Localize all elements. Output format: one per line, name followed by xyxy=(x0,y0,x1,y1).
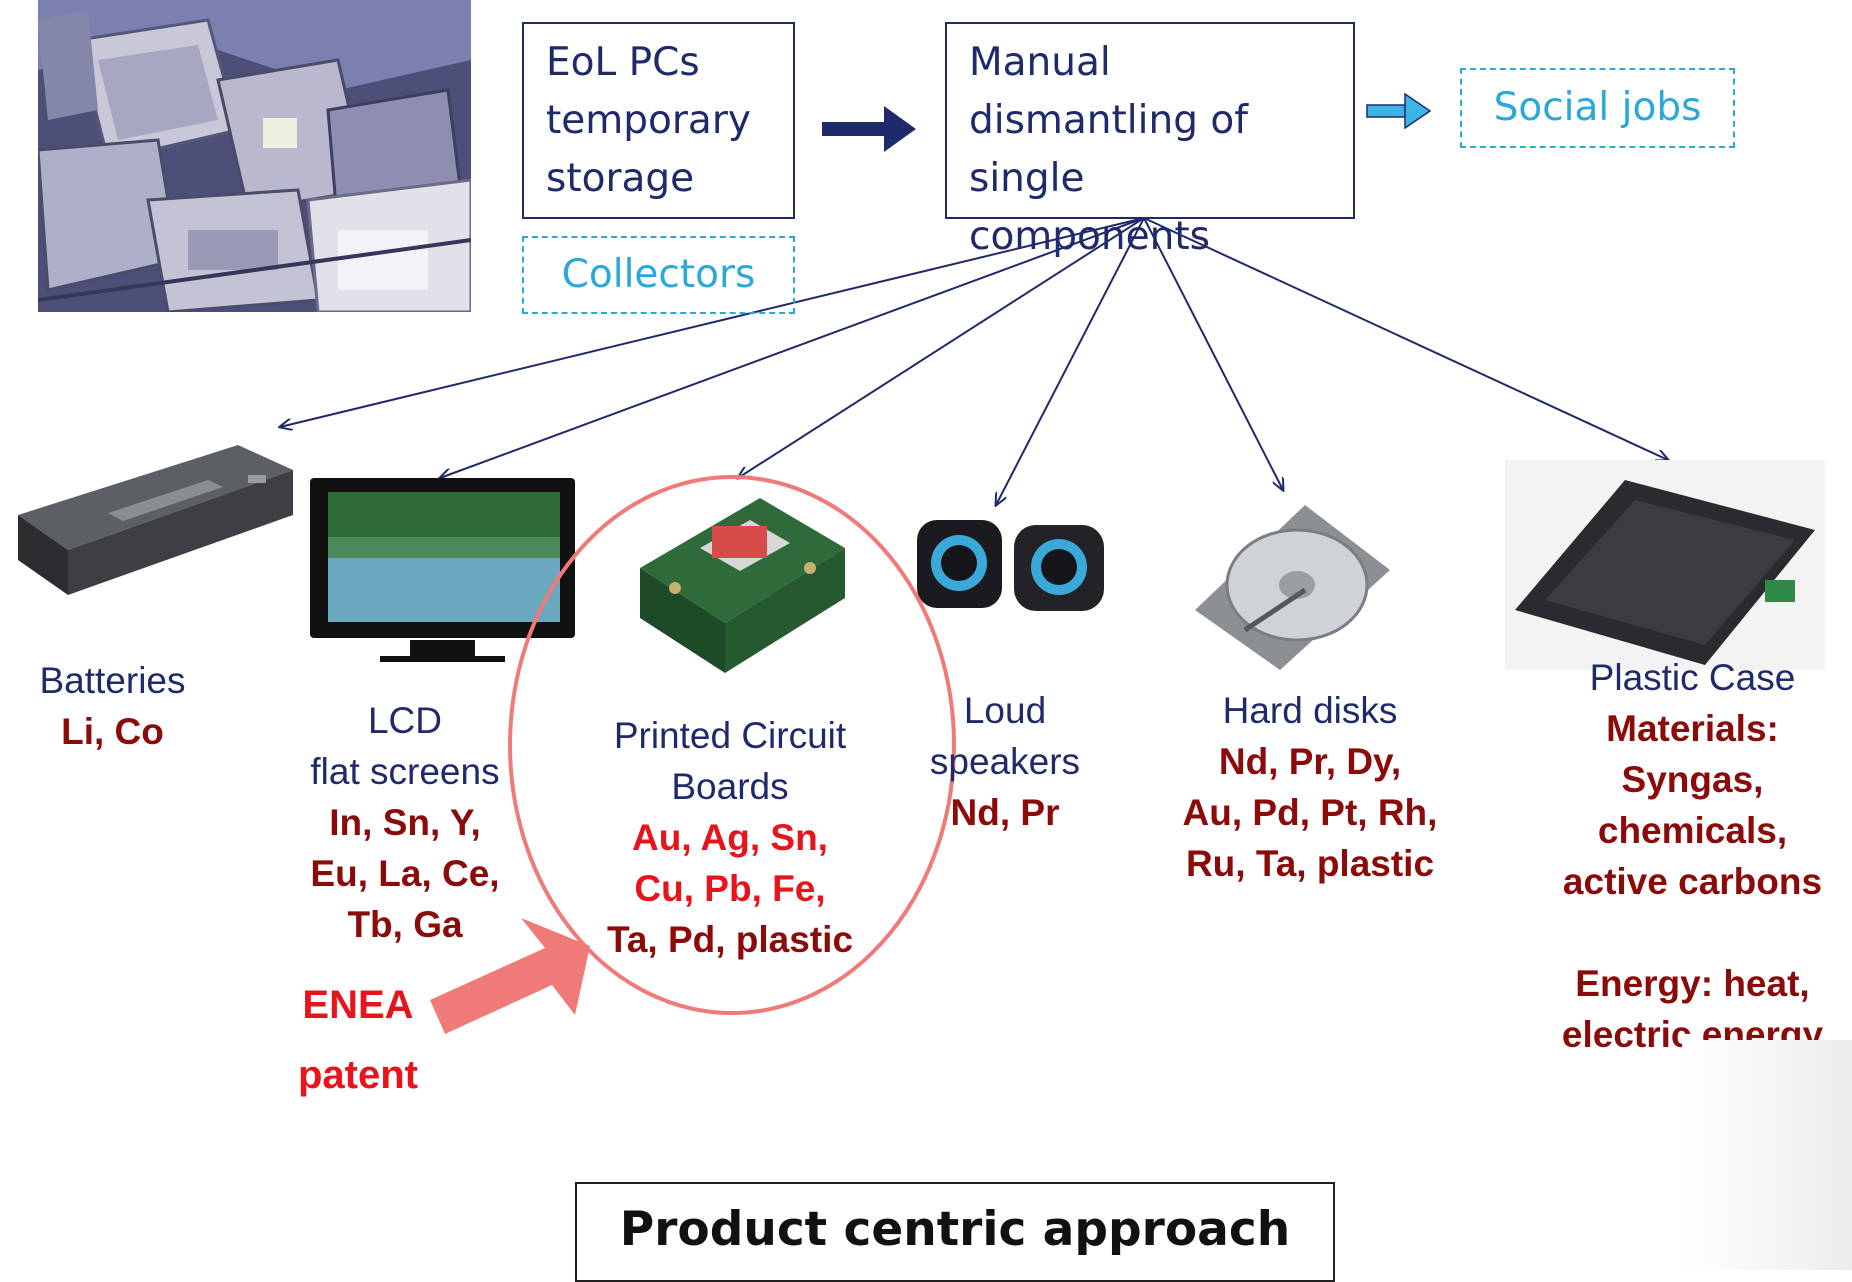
storage-box: EoL PCs temporary storage xyxy=(522,22,795,219)
collectors-label: Collectors xyxy=(561,252,756,297)
lcd-materials-2: Eu, La, Ce, xyxy=(310,853,500,894)
dismantling-box: Manual dismantling of single components xyxy=(945,22,1355,259)
storage-line-1: EoL PCs xyxy=(546,40,700,85)
arrow-to-hard-disks xyxy=(1143,217,1283,490)
social-jobs-label: Social jobs xyxy=(1493,85,1702,130)
plastic-case-materials-spacer xyxy=(1535,907,1850,958)
lcd-label: LCD flat screens In, Sn, Y, Eu, La, Ce, … xyxy=(280,695,530,950)
lcd-name-1: LCD xyxy=(367,700,443,741)
enea-line-1: ENEA xyxy=(302,983,414,1027)
arrow-to-speakers xyxy=(996,217,1145,505)
speakers-name-1: Loud xyxy=(963,690,1047,731)
enea-line-2: patent xyxy=(298,1053,418,1097)
hard-disks-materials-2: Au, Pd, Pt, Rh, xyxy=(1182,792,1438,833)
pc-pile-photo xyxy=(36,0,473,314)
plastic-case-energy-1: Energy: heat, xyxy=(1575,963,1810,1004)
plastic-case-materials-3: chemicals, xyxy=(1597,810,1788,851)
batteries-name: Batteries xyxy=(39,660,186,701)
dismantling-line-2: dismantling of xyxy=(969,98,1248,143)
pcb-label: Printed Circuit Boards Au, Ag, Sn, Cu, P… xyxy=(580,710,880,965)
hard-disk-photo xyxy=(1185,490,1390,670)
hard-disks-label: Hard disks Nd, Pr, Dy, Au, Pd, Pt, Rh, R… xyxy=(1140,685,1480,889)
storage-to-dismantling-arrow xyxy=(822,106,916,152)
speakers-label: Loud speakers Nd, Pr xyxy=(905,685,1105,838)
plastic-case-name: Plastic Case xyxy=(1589,657,1796,698)
dismantling-to-social-arrow xyxy=(1366,92,1432,130)
arrow-to-pcb xyxy=(738,217,1145,478)
pcb-name-2: Boards xyxy=(671,766,789,807)
approach-label: Product centric approach xyxy=(619,1202,1291,1257)
plastic-case-label: Plastic Case Materials: Syngas, chemical… xyxy=(1535,652,1850,1060)
plastic-case-materials-4: active carbons xyxy=(1562,861,1823,902)
arrow-to-batteries xyxy=(280,217,1145,427)
pcb-name-1: Printed Circuit xyxy=(613,715,847,756)
speakers-photo xyxy=(912,515,1112,615)
batteries-label: Batteries Li, Co xyxy=(0,655,225,757)
social-jobs-box: Social jobs xyxy=(1460,68,1735,148)
approach-box: Product centric approach xyxy=(575,1182,1335,1282)
plastic-case-photo xyxy=(1505,460,1825,670)
speakers-materials: Nd, Pr xyxy=(950,792,1060,833)
plastic-case-materials-2: Syngas, xyxy=(1621,759,1764,800)
batteries-materials: Li, Co xyxy=(61,711,164,752)
arrow-to-lcd xyxy=(440,217,1145,478)
pcb-materials-1: Au, Ag, Sn, xyxy=(632,817,828,858)
pcb-materials-3: Ta, Pd, plastic xyxy=(606,919,854,960)
dismantling-line-3: single components xyxy=(969,156,1210,259)
pcb-materials-2: Cu, Pb, Fe, xyxy=(634,868,826,909)
plastic-case-materials-1: Materials: xyxy=(1606,708,1779,749)
pcb-photo xyxy=(620,478,855,673)
speakers-name-2: speakers xyxy=(929,741,1081,782)
background-fade xyxy=(1682,1040,1852,1270)
lcd-name-2: flat screens xyxy=(310,751,500,792)
dismantling-line-1: Manual xyxy=(969,40,1111,85)
collectors-box: Collectors xyxy=(522,236,795,314)
lcd-materials-1: In, Sn, Y, xyxy=(329,802,481,843)
lcd-materials-3: Tb, Ga xyxy=(347,904,463,945)
hard-disks-materials-1: Nd, Pr, Dy, xyxy=(1218,741,1402,782)
hard-disks-materials-3: Ru, Ta, plastic xyxy=(1185,843,1435,884)
storage-line-2: temporary xyxy=(546,98,751,143)
lcd-photo xyxy=(310,478,575,663)
battery-photo xyxy=(8,435,293,595)
arrow-to-plastic-case xyxy=(1143,217,1668,460)
enea-patent-label: ENEA patent xyxy=(268,970,448,1110)
storage-line-3: storage xyxy=(546,156,695,201)
hard-disks-name: Hard disks xyxy=(1222,690,1398,731)
